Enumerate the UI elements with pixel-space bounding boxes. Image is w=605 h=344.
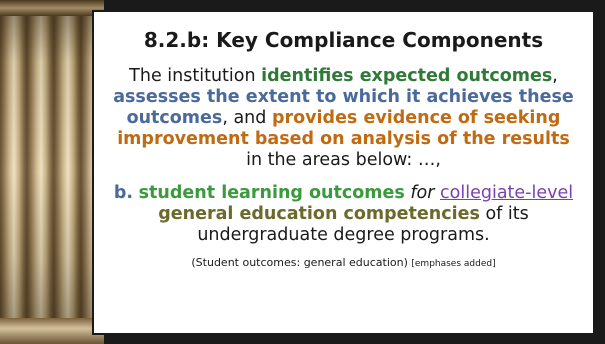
slide-title: 8.2.b: Key Compliance Components (143, 28, 544, 52)
citation-note: [emphases added] (411, 259, 496, 269)
phrase-identifies-outcomes: identifies expected outcomes (261, 66, 553, 86)
phrase-based-on-analysis: based on analysis of the results (248, 129, 570, 149)
paragraph-outro: in the areas below: …, (246, 150, 441, 170)
pillar-shading (0, 0, 104, 344)
paragraph-intro: The institution (129, 66, 262, 86)
compliance-paragraph: The institution identifies expected outc… (108, 66, 579, 171)
paragraph-outro: of its undergraduate degree programs. (197, 204, 529, 245)
separator: , and (222, 108, 272, 128)
pillar-capital (0, 0, 104, 16)
citation-main: (Student outcomes: general education) (191, 256, 408, 269)
pillar-base (0, 318, 104, 344)
content-card: 8.2.b: Key Compliance Components The ins… (92, 10, 595, 335)
phrase-provides-evidence: provides evidence of seeking improvement (117, 108, 561, 149)
item-b-paragraph: b. student learning outcomes for collegi… (108, 183, 579, 246)
phrase-student-learning-outcomes: student learning outcomes (138, 183, 405, 203)
phrase-general-education-competencies: general education competencies (158, 204, 480, 224)
separator: , (552, 66, 558, 86)
phrase-assesses-extent: assesses the extent to which it achieves… (113, 87, 574, 128)
link-collegiate-level[interactable]: collegiate-level (440, 183, 574, 203)
citation: (Student outcomes: general education) [e… (94, 256, 593, 269)
item-marker: b. (113, 183, 134, 203)
word-for: for (410, 183, 435, 203)
